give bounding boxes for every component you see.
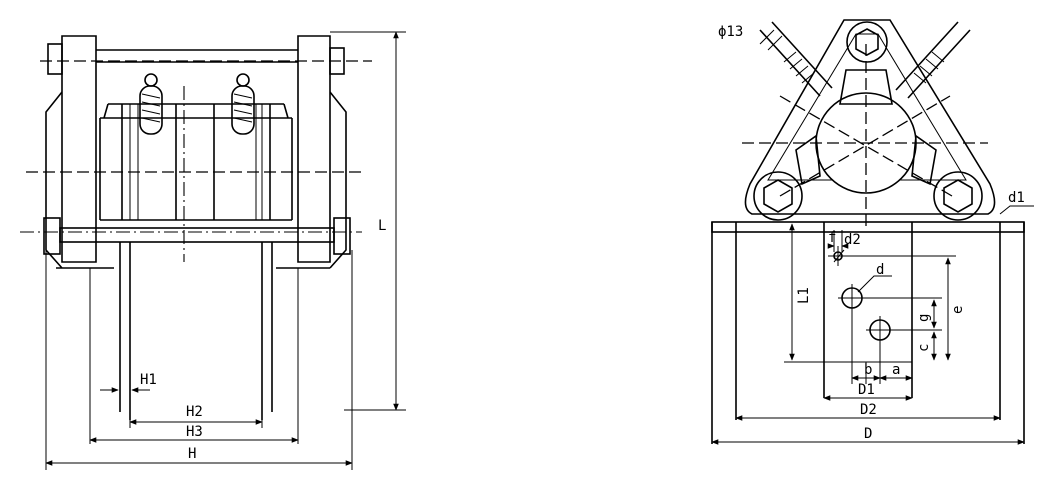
label-D: D bbox=[864, 426, 872, 442]
label-d1: d1 bbox=[1008, 190, 1025, 206]
label-phi13: ϕ13 bbox=[718, 24, 743, 40]
barrel-lines bbox=[129, 104, 263, 220]
left-threaded-rod bbox=[759, 21, 833, 97]
bottom-bolt-right bbox=[333, 217, 351, 255]
label-H2: H2 bbox=[186, 404, 203, 420]
label-H1: H1 bbox=[140, 372, 157, 388]
label-L1: L1 bbox=[796, 287, 812, 304]
front-view: L H1 H2 H3 H bbox=[20, 31, 406, 470]
label-f: f bbox=[828, 230, 836, 246]
label-D2: D2 bbox=[860, 402, 877, 418]
barrel-bolt-left bbox=[139, 73, 163, 135]
clamp-barrel bbox=[99, 103, 293, 221]
label-d2: d2 bbox=[844, 232, 861, 248]
right-shell bbox=[276, 91, 347, 269]
left-side-plate bbox=[61, 35, 97, 263]
clamp-jaws bbox=[795, 69, 937, 186]
label-g: g bbox=[916, 314, 932, 322]
bottom-bolt-left bbox=[753, 171, 803, 221]
bottom-crossbar bbox=[59, 227, 335, 243]
bottom-bolt-left bbox=[43, 217, 61, 255]
base-plate bbox=[711, 221, 1025, 233]
left-shell bbox=[45, 91, 114, 269]
label-c: c bbox=[916, 344, 932, 352]
label-H3: H3 bbox=[186, 424, 203, 440]
label-d: d bbox=[876, 262, 884, 278]
right-side-plate bbox=[297, 35, 331, 263]
top-bolt-left bbox=[47, 43, 63, 75]
body-inner-edge bbox=[767, 33, 967, 181]
barrel-bolt-right bbox=[231, 73, 255, 135]
triangular-body bbox=[744, 19, 996, 215]
label-D1: D1 bbox=[858, 382, 875, 398]
label-H: H bbox=[188, 446, 196, 462]
bottom-bolt-right bbox=[933, 171, 983, 221]
side-view: ϕ13 d1 f d2 d L1 e g c b a D1 bbox=[711, 19, 1034, 445]
right-threaded-rod bbox=[895, 21, 971, 99]
top-bolt bbox=[846, 21, 888, 63]
label-L: L bbox=[378, 218, 386, 234]
label-e: e bbox=[950, 306, 966, 314]
label-a: a bbox=[892, 362, 900, 378]
legs bbox=[119, 242, 273, 420]
top-crossbar bbox=[96, 49, 298, 63]
label-b: b bbox=[864, 362, 872, 378]
